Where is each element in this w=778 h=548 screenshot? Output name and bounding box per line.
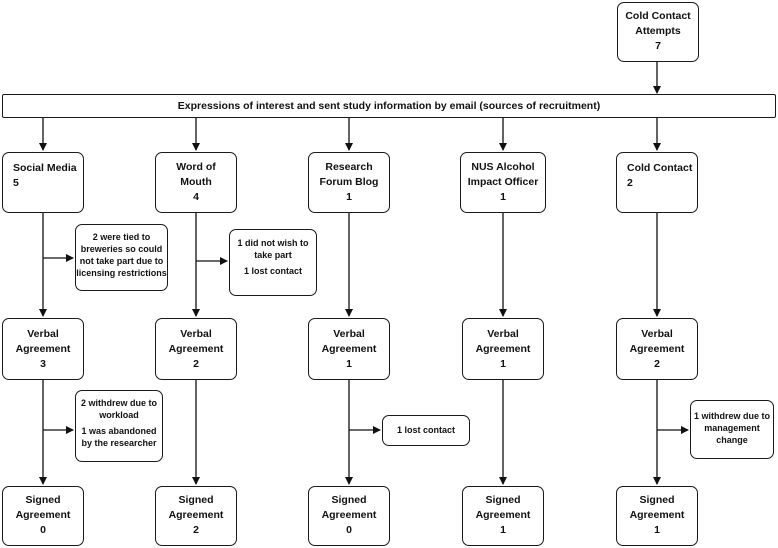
exclusion-note-social-media-stage1: 2 were tied to breweries so could not ta…	[75, 224, 168, 291]
signed-agreement-box-nus: Signed Agreement 1	[462, 486, 544, 546]
exclusion-note-word-of-mouth-stage1: 1 did not wish to take part 1 lost conta…	[229, 229, 317, 296]
box-label: Cold Contact	[625, 10, 691, 22]
box-count: 5	[13, 177, 19, 189]
box-count: 1	[346, 191, 352, 203]
box-label: Agreement	[168, 343, 224, 355]
box-label: Mouth	[180, 176, 212, 188]
note-text: management	[704, 423, 760, 433]
note-text: 1 withdrew due to	[693, 411, 770, 421]
box-label: Agreement	[629, 509, 685, 521]
box-label: Cold Contact	[627, 162, 693, 174]
box-count: 1	[500, 191, 506, 203]
note-text: 2 were tied to	[92, 232, 151, 242]
note-text: workload	[99, 410, 139, 420]
source-box-cold-contact: Cold Contact 2	[616, 152, 698, 213]
box-count: 2	[627, 177, 633, 189]
verbal-agreement-box-nus: Verbal Agreement 1	[462, 318, 544, 380]
box-label: Verbal	[487, 328, 519, 340]
verbal-agreement-box-word-of-mouth: Verbal Agreement 2	[155, 318, 237, 380]
box-count: 1	[346, 358, 352, 370]
box-label: Signed	[331, 494, 367, 506]
signed-agreement-box-cold-contact: Signed Agreement 1	[616, 486, 698, 546]
box-label: Verbal	[333, 328, 365, 340]
box-label: Verbal	[27, 328, 59, 340]
verbal-agreement-box-social-media: Verbal Agreement 3	[2, 318, 84, 380]
box-label: Signed	[178, 494, 214, 506]
box-label: Agreement	[168, 509, 224, 521]
box-label: Agreement	[321, 509, 377, 521]
signed-agreement-box-research-forum: Signed Agreement 0	[308, 486, 390, 546]
cold-contact-attempts-box: Cold Contact Attempts 7	[617, 2, 699, 62]
note-text: take part	[254, 250, 292, 260]
box-label: Social Media	[13, 162, 77, 174]
box-count: 2	[654, 358, 660, 370]
box-label: Word of	[176, 161, 216, 173]
recruitment-banner: Expressions of interest and sent study i…	[2, 94, 776, 118]
box-label: Verbal	[641, 328, 673, 340]
box-label: Agreement	[629, 343, 685, 355]
box-count: 0	[40, 524, 46, 536]
box-label: NUS Alcohol	[471, 161, 535, 173]
box-count: 2	[193, 524, 199, 536]
box-count: 3	[40, 358, 46, 370]
box-label: Agreement	[475, 343, 531, 355]
box-count: 7	[655, 40, 661, 52]
box-label: Agreement	[475, 509, 531, 521]
signed-agreement-box-social-media: Signed Agreement 0	[2, 486, 84, 546]
note-text: 2 withdrew due to	[80, 398, 157, 408]
box-count: 1	[654, 524, 660, 536]
box-label: Verbal	[180, 328, 212, 340]
exclusion-note-social-media-stage2: 2 withdrew due to workload 1 was abandon…	[75, 390, 163, 462]
note-text: 1 did not wish to	[237, 238, 309, 248]
note-text: 1 lost contact	[396, 425, 455, 435]
box-label: Signed	[25, 494, 61, 506]
note-text: not take part due to	[79, 256, 164, 266]
box-label: Signed	[639, 494, 675, 506]
box-count: 0	[346, 524, 352, 536]
exclusion-note-cold-contact-stage2: 1 withdrew due to management change	[690, 400, 774, 459]
banner-text: Expressions of interest and sent study i…	[177, 100, 601, 112]
box-count: 1	[500, 524, 506, 536]
verbal-agreement-box-cold-contact: Verbal Agreement 2	[616, 318, 698, 380]
exclusion-note-research-forum-stage2: 1 lost contact	[382, 415, 470, 446]
note-text: 1 lost contact	[243, 266, 302, 276]
note-text: 1 was abandoned	[81, 426, 157, 436]
box-label: Forum Blog	[319, 176, 379, 188]
box-label: Attempts	[635, 25, 681, 37]
note-text: change	[716, 435, 748, 445]
source-box-nus-alcohol-impact-officer: NUS Alcohol Impact Officer 1	[460, 152, 546, 213]
box-count: 1	[500, 358, 506, 370]
note-text: licensing restrictions	[76, 268, 167, 278]
box-count: 2	[193, 358, 199, 370]
box-count: 4	[193, 191, 199, 203]
box-label: Agreement	[15, 509, 71, 521]
source-box-word-of-mouth: Word of Mouth 4	[155, 152, 237, 213]
signed-agreement-box-word-of-mouth: Signed Agreement 2	[155, 486, 237, 546]
source-box-research-forum-blog: Research Forum Blog 1	[308, 152, 390, 213]
box-label: Research	[325, 161, 373, 173]
box-label: Agreement	[321, 343, 377, 355]
box-label: Signed	[485, 494, 521, 506]
box-label: Agreement	[15, 343, 71, 355]
note-text: breweries so could	[80, 244, 163, 254]
verbal-agreement-box-research-forum: Verbal Agreement 1	[308, 318, 390, 380]
box-label: Impact Officer	[467, 176, 539, 188]
note-text: by the researcher	[81, 438, 157, 448]
source-box-social-media: Social Media 5	[2, 152, 84, 213]
